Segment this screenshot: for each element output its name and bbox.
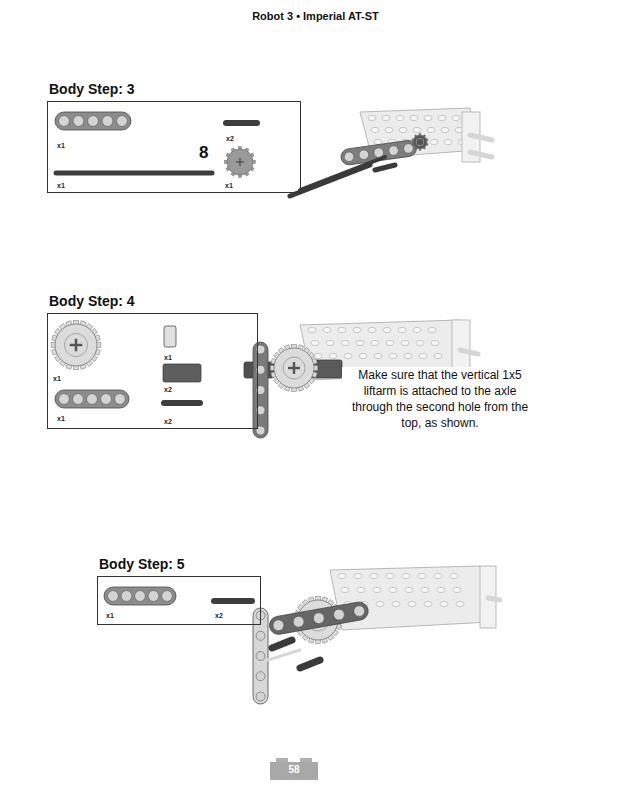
axle-pin xyxy=(375,165,395,170)
axle xyxy=(268,650,300,660)
frame-body xyxy=(360,108,478,158)
axle xyxy=(470,135,492,140)
step-heading: Body Step: 3 xyxy=(49,81,135,97)
quantity: x2 xyxy=(215,612,223,619)
step-heading: Body Step: 4 xyxy=(49,293,135,309)
axle-pin xyxy=(226,120,257,126)
axle-pin xyxy=(300,157,385,190)
axle xyxy=(56,171,212,176)
axle xyxy=(460,350,478,354)
quantity: x1 xyxy=(225,182,233,189)
quantity: x2 xyxy=(164,418,172,425)
gear xyxy=(412,134,428,151)
parts-box: Body Step: 3x1x28x1x1 xyxy=(47,101,301,193)
axle-pin xyxy=(164,400,200,406)
quantity: x1 xyxy=(57,142,65,149)
quantity: x1 xyxy=(53,375,61,382)
bush xyxy=(164,326,176,347)
liftarm xyxy=(55,390,129,408)
assembly-note: Make sure that the vertical 1x5 liftarm … xyxy=(342,367,538,431)
parts-box: Body Step: 4x1x1x2x1x2 xyxy=(47,313,258,429)
quantity: x1 xyxy=(164,354,172,361)
axle-pin xyxy=(272,640,292,648)
bush xyxy=(163,364,201,382)
gear xyxy=(51,320,101,370)
liftarm xyxy=(268,601,370,636)
page-number: 58 xyxy=(270,764,318,775)
liftarm xyxy=(104,587,176,605)
quantity: x2 xyxy=(226,135,234,142)
axle-pin xyxy=(300,660,320,668)
gear xyxy=(270,344,317,391)
step-heading: Body Step: 5 xyxy=(99,556,185,572)
quantity: x1 xyxy=(106,612,114,619)
page-title: Robot 3 • Imperial AT-ST xyxy=(0,10,631,22)
parts-box: Body Step: 5x1x2 xyxy=(97,576,261,625)
gear xyxy=(225,147,256,178)
parts-icons xyxy=(51,112,257,605)
axle-length: 8 xyxy=(199,143,208,163)
quantity: x1 xyxy=(57,182,65,189)
axle xyxy=(470,152,492,157)
page-plate xyxy=(270,758,318,780)
liftarm xyxy=(253,342,268,438)
quantity: x2 xyxy=(164,386,172,393)
axle-pin xyxy=(214,598,252,604)
quantity: x1 xyxy=(57,415,65,422)
liftarm xyxy=(55,112,131,130)
liftarm xyxy=(340,139,417,165)
axle xyxy=(488,598,500,600)
